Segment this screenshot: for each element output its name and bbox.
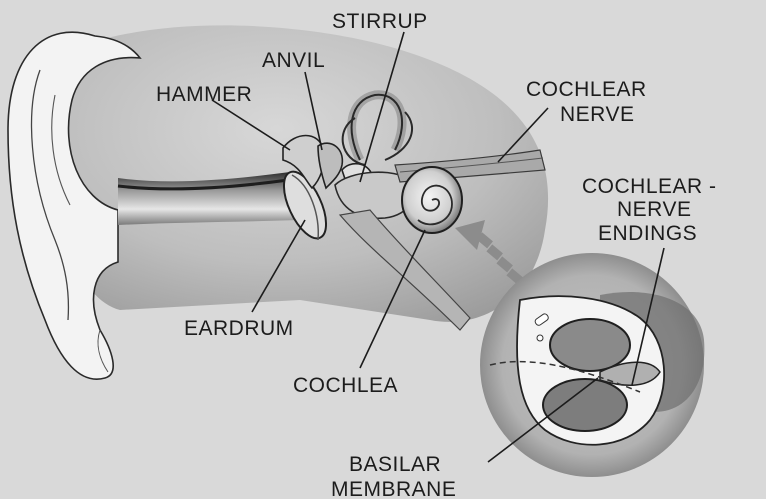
basilar-membrane-label-line2: MEMBRANE (331, 478, 456, 499)
cochlear-nerve-endings-label-line1: COCHLEAR - (582, 175, 717, 198)
cochlear-nerve-label-line2: NERVE (560, 103, 634, 126)
stirrup-label: STIRRUP (332, 10, 428, 33)
cochlea-spiral (402, 167, 462, 233)
eardrum-label: EARDRUM (184, 317, 294, 340)
cochlear-nerve-endings-label-line2: NERVE (617, 198, 691, 221)
basilar-membrane-label-line1: BASILAR (349, 453, 441, 476)
cochlea-label: COCHLEA (293, 374, 398, 397)
hammer-label: HAMMER (156, 83, 252, 106)
cochlear-nerve-label-line1: COCHLEAR (526, 78, 647, 101)
anvil-label: ANVIL (262, 49, 325, 72)
cochlear-nerve-endings-label-line3: ENDINGS (598, 222, 697, 245)
